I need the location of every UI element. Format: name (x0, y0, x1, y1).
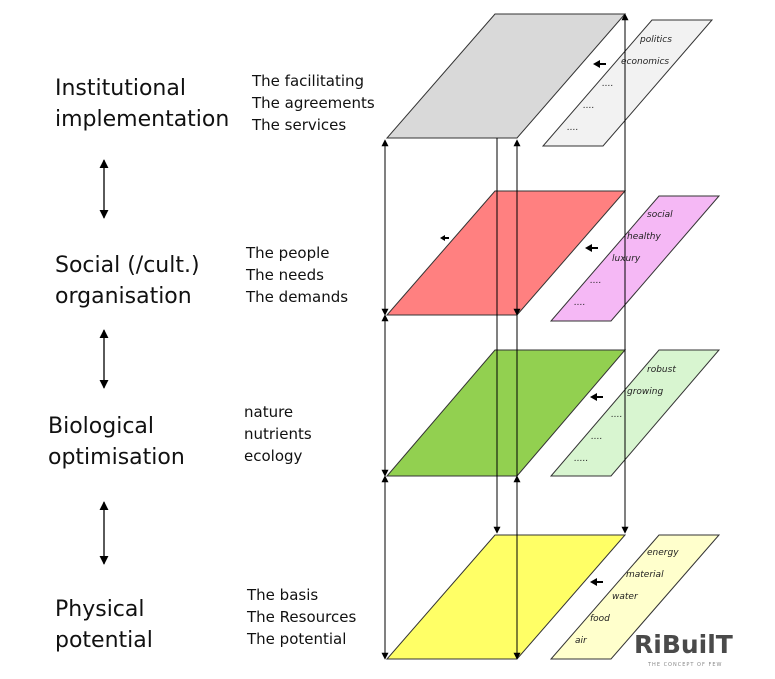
side-label: energy (647, 548, 679, 558)
title-line: Social (/cult.) (55, 253, 200, 278)
physical-side-panel (549, 534, 721, 660)
description-line: The potential (247, 630, 347, 648)
side-label: politics (639, 35, 672, 45)
side-label: luxury (612, 254, 641, 264)
side-label: .... (567, 123, 578, 133)
side-label: social (647, 210, 673, 220)
side-label: robust (647, 365, 676, 375)
side-label: .... (591, 432, 602, 442)
title-line: implementation (55, 107, 230, 132)
biological-title: Biological optimisation (48, 411, 185, 473)
description-line: nutrients (244, 425, 312, 443)
biological-description: nature nutrients ecology (244, 401, 312, 467)
side-label: ..... (574, 454, 588, 464)
side-label: .... (583, 101, 594, 111)
title-line: Physical (55, 597, 145, 622)
side-label: growing (627, 387, 663, 397)
hand-pointer-icon (593, 60, 606, 68)
description-line: The facilitating (252, 72, 365, 90)
title-line: potential (55, 628, 153, 653)
ribuilt-logo: RiBuilT THE CONCEPT OF FEW (634, 630, 774, 676)
title-line: Institutional (55, 76, 186, 101)
hand-pointer-icon (590, 578, 603, 586)
institutional-description: The facilitating The agreements The serv… (252, 70, 375, 136)
social-title: Social (/cult.) organisation (55, 250, 200, 312)
title-line: optimisation (48, 445, 185, 470)
social-side-labels: social healthy luxury .... .... (574, 210, 673, 308)
description-line: nature (244, 403, 294, 421)
logo-wordmark: RiBuilT (634, 630, 733, 659)
description-line: ecology (244, 447, 303, 465)
social-description: The people The needs The demands (246, 242, 348, 308)
physical-plane (385, 534, 627, 660)
physical-title: Physical potential (55, 594, 153, 656)
physical-side-labels: energy material water food air (575, 548, 679, 646)
biological-side-labels: robust growing .... .... ..... (574, 365, 676, 464)
description-line: The agreements (252, 94, 375, 112)
side-label: healthy (627, 232, 661, 242)
side-label: economics (621, 57, 669, 67)
side-label: water (612, 592, 639, 602)
side-label: .... (574, 298, 585, 308)
hand-pointer-icon (585, 244, 598, 252)
logo-tagline: THE CONCEPT OF FEW (648, 662, 723, 668)
hand-pointer-icon (440, 235, 449, 241)
physical-description: The basis The Resources The potential (247, 584, 356, 650)
side-label: food (590, 614, 610, 624)
description-line: The services (252, 116, 347, 134)
side-label: .... (602, 79, 613, 89)
title-line: Biological (48, 414, 155, 439)
description-line: The demands (246, 288, 349, 306)
side-label: air (575, 636, 588, 646)
description-line: The basis (247, 586, 319, 604)
description-line: The people (246, 244, 330, 262)
description-line: The Resources (247, 608, 357, 626)
side-label: .... (590, 276, 601, 286)
institutional-side-labels: politics economics .... .... .... (567, 35, 672, 133)
title-line: organisation (55, 284, 192, 309)
description-line: The needs (246, 266, 324, 284)
side-label: .... (611, 410, 622, 420)
hand-pointer-icon (590, 393, 603, 401)
institutional-title: Institutional implementation (55, 73, 229, 135)
side-label: material (626, 570, 664, 580)
